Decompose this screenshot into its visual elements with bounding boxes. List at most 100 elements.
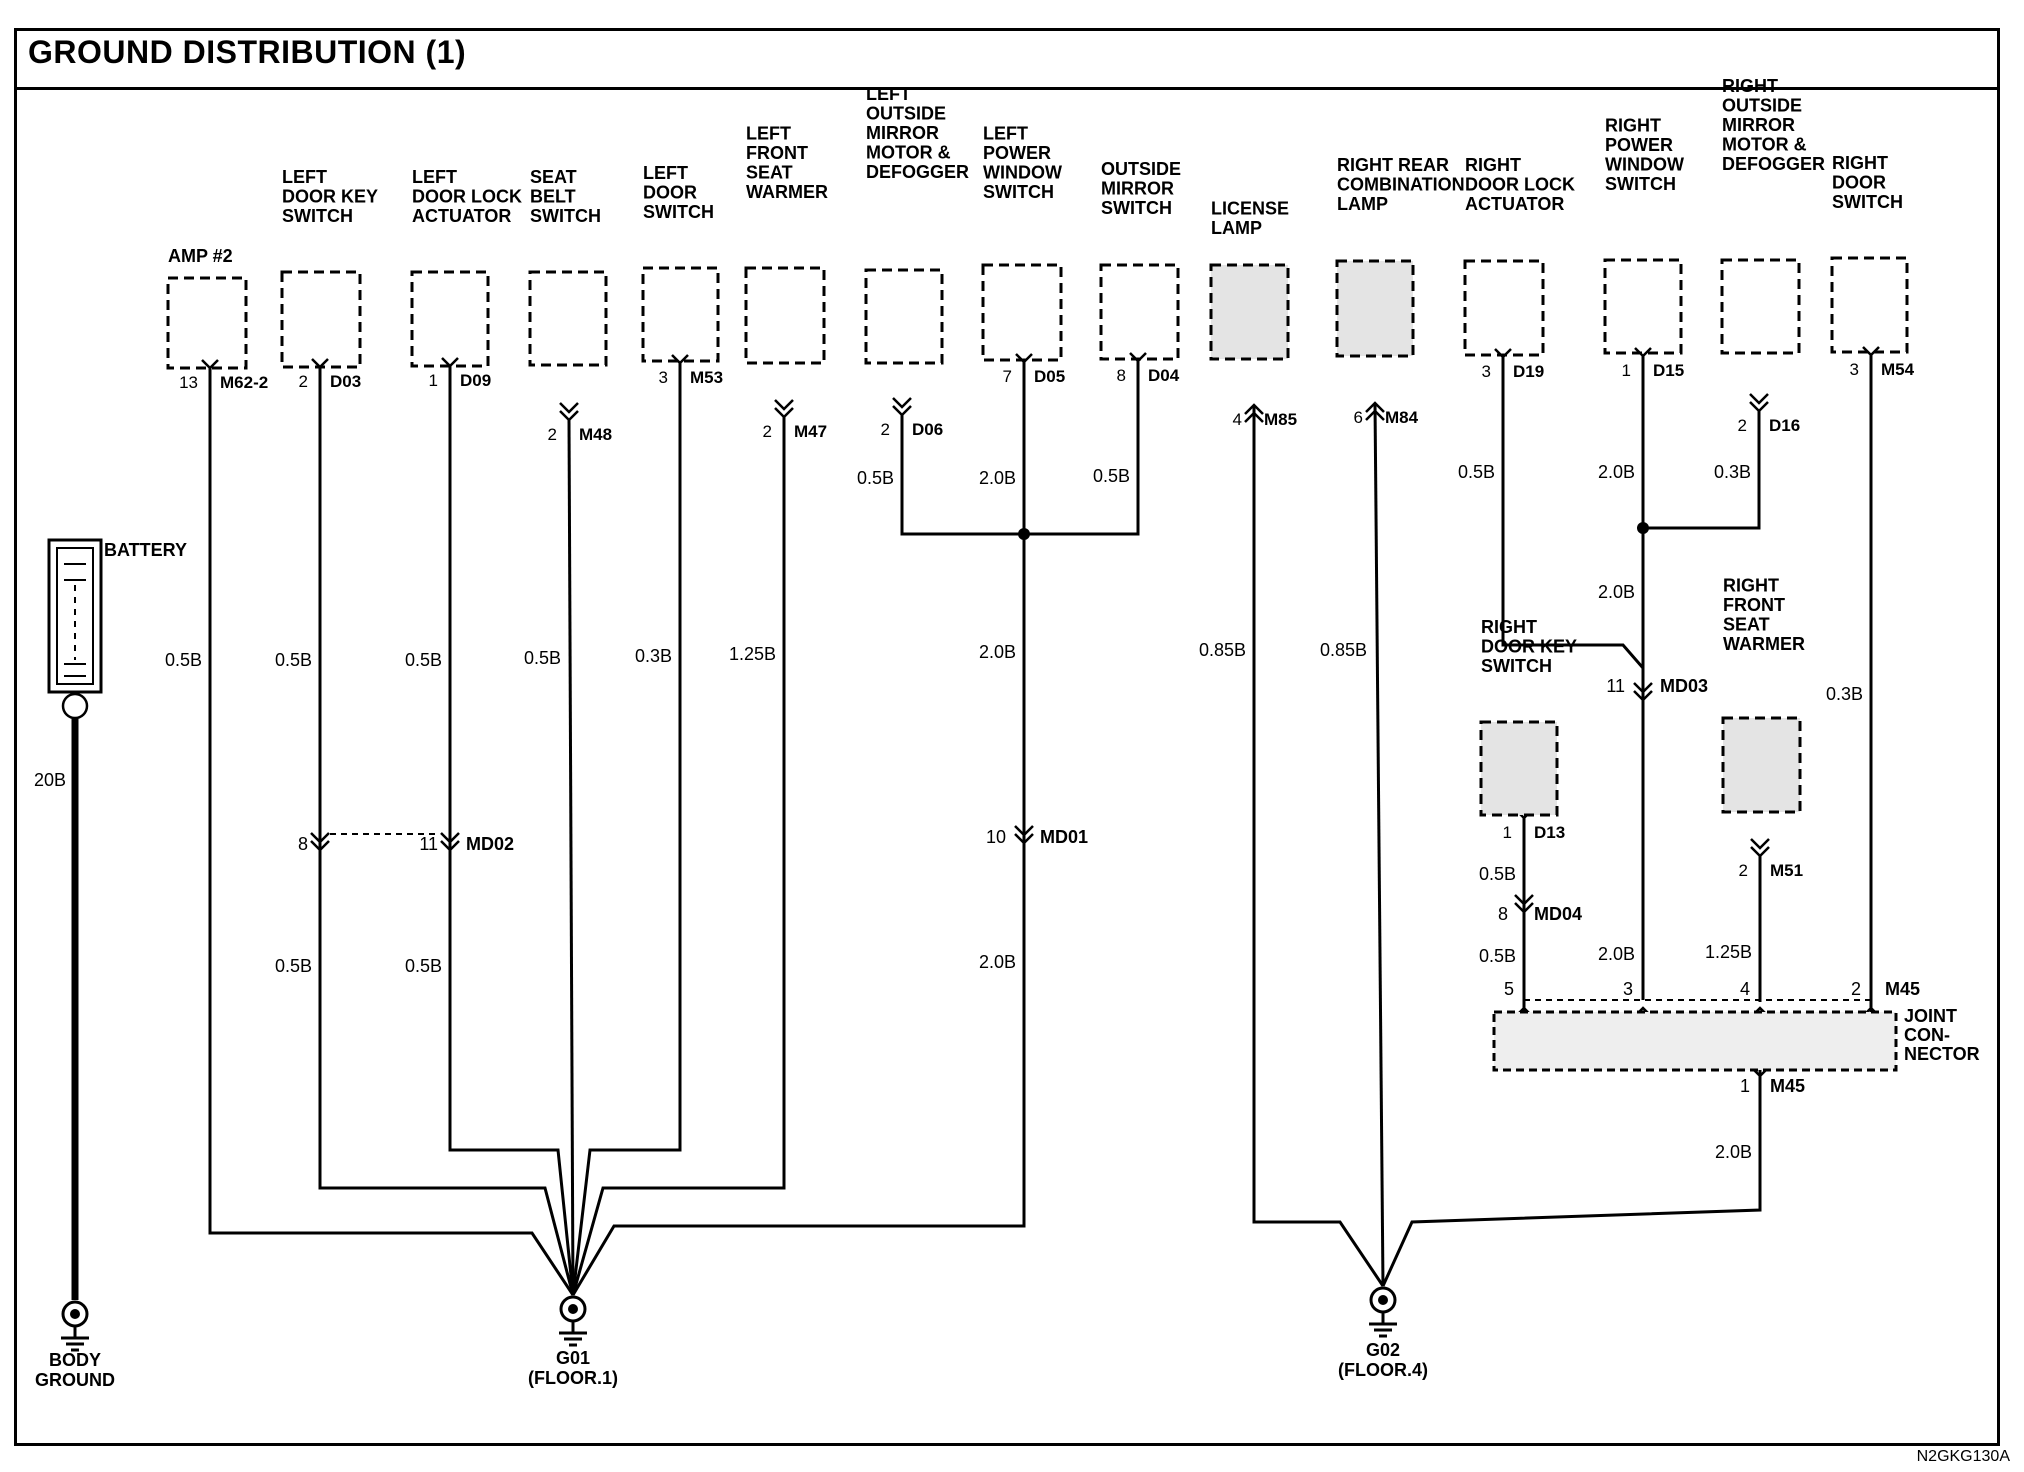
joint-connector-label: JOINT [1904,1006,1957,1026]
wire-size-rdks_upper: 0.5B [1479,864,1516,884]
wire-size-lpws_lower: 2.0B [979,952,1016,972]
connector-mark-lfsw [774,399,794,419]
connector-name-romd: D16 [1769,416,1800,435]
component-label-rdla: RIGHT [1465,155,1521,175]
connector-mark-sbs [559,402,579,422]
component-label-oms: MIRROR [1101,179,1174,199]
component-label-lds: DOOR [643,183,697,203]
component-box-rrcl [1335,259,1415,358]
component-label-lomd: MIRROR [866,123,939,143]
component-box-rdks [1479,720,1559,817]
component-box-romd [1720,258,1801,355]
md02-right-mark [440,832,460,852]
component-label-rfsw: WARMER [1723,634,1805,654]
component-label-lpws: LEFT [983,124,1028,144]
connector-name-rdks: D13 [1534,823,1565,842]
m45-bottom-name: M45 [1770,1076,1805,1096]
component-box-rds [1830,256,1909,354]
pin-number-oms: 8 [1117,366,1126,385]
component-label-rpws: SWITCH [1605,174,1676,194]
ground-terminal-core-g01 [568,1304,578,1314]
md04-pin: 8 [1498,904,1508,924]
wire-size-rpws: 2.0B [1598,462,1635,482]
component-label-rds: RIGHT [1832,153,1888,173]
pin-number-lpws: 7 [1003,367,1012,386]
component-label-oms: SWITCH [1101,198,1172,218]
wire-size-rpws_mid: 2.0B [1598,582,1635,602]
connector-mark-romd [1749,393,1769,413]
m45-top-pin-3: 2 [1851,979,1861,999]
pin-number-lfsw: 2 [763,422,772,441]
wire-size-m45_out: 2.0B [1715,1142,1752,1162]
battery-label: BATTERY [104,540,187,560]
component-label-rfsw: SEAT [1723,615,1770,635]
m45-top-pin-0: 5 [1504,979,1514,999]
pin-number-sbs: 2 [548,425,557,444]
connector-name-sbs: M48 [579,425,612,444]
pin-number-rds: 3 [1850,360,1859,379]
md02-pin-left: 8 [298,834,308,854]
component-box-lds [641,266,720,363]
ground-label-g02: (FLOOR.4) [1338,1360,1428,1380]
component-label-lds: SWITCH [643,202,714,222]
pin-number-rdks: 1 [1503,823,1512,842]
ground-terminal-core-g02 [1378,1295,1388,1305]
wire-lfsw [571,417,786,1296]
component-label-lomd: LEFT [866,84,911,104]
splice-lpws [1018,528,1030,540]
m45-bottom-pin: 1 [1740,1076,1750,1096]
component-box-lpws [981,263,1063,362]
component-box-oms [1099,263,1180,361]
component-label-rpws: RIGHT [1605,116,1661,136]
component-box-lfsw [744,266,826,365]
component-label-sbs: BELT [530,187,576,207]
diagram-frame [14,28,2000,1446]
component-box-ll-shade [1211,265,1288,359]
component-label-romd: RIGHT [1722,76,1778,96]
joint-connector-box [1492,1010,1898,1072]
component-label-ldla: ACTUATOR [412,206,511,226]
component-label-lfsw: SEAT [746,163,793,183]
component-box-ll [1209,263,1290,361]
component-box-rdks-shade [1481,722,1557,815]
connector-name-lds: M53 [690,368,723,387]
wire-size-oms: 0.5B [1093,466,1130,486]
m45-top-pin-1: 3 [1623,979,1633,999]
wire-size-ll: 0.85B [1199,640,1246,660]
md03-name: MD03 [1660,676,1708,696]
component-label-ldks: LEFT [282,167,327,187]
md04-mark [1514,894,1534,914]
component-label-amp2: AMP #2 [168,246,233,266]
pin-number-rrcl: 6 [1354,408,1363,427]
component-label-rrcl: LAMP [1337,194,1388,214]
wires-layer [71,346,1881,1300]
component-box-rdla [1463,259,1545,357]
connector-name-rpws: D15 [1653,361,1684,380]
component-label-ll: LAMP [1211,218,1262,238]
m45-top-pin-2: 4 [1740,979,1750,999]
ground-label-body: GROUND [35,1370,115,1390]
joint-connector-label: NECTOR [1904,1044,1980,1064]
pin-number-amp2: 13 [179,373,198,392]
connector-name-lfsw: M47 [794,422,827,441]
wire-ldks [318,367,575,1296]
pin-number-rdla: 3 [1482,362,1491,381]
component-label-romd: DEFOGGER [1722,154,1825,174]
connector-name-amp2: M62-2 [220,373,268,392]
component-label-ldks: SWITCH [282,206,353,226]
connector-mark-lomd [892,397,912,417]
ground-terminal-core-body [70,1309,80,1319]
component-label-rdla: DOOR LOCK [1465,175,1575,195]
component-label-rrcl: RIGHT REAR [1337,155,1449,175]
md01-mark [1014,825,1034,845]
component-label-rdks: RIGHT [1481,617,1537,637]
wire-size-ldks_lower: 0.5B [275,956,312,976]
pin-number-ldla: 1 [429,371,438,390]
wire-size-amp2: 0.5B [165,650,202,670]
component-label-lpws: SWITCH [983,182,1054,202]
figure-code: N2GKG130A [1916,1448,2010,1465]
components-layer [47,256,1909,1352]
connector-name-lpws: D05 [1034,367,1065,386]
pin-number-ldks: 2 [299,372,308,391]
